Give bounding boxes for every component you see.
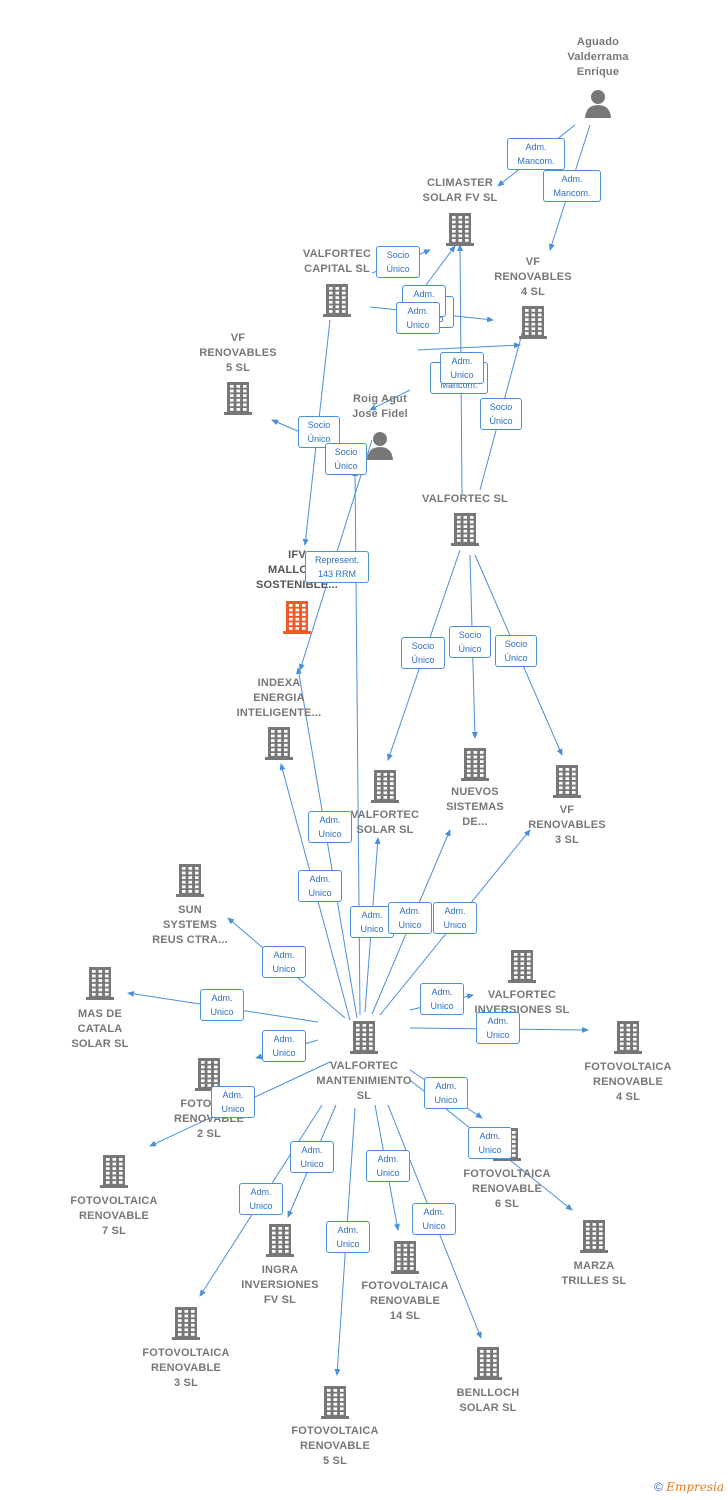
node-label: Aguado Valderrama Enrique — [567, 36, 629, 78]
building-icon — [221, 381, 255, 420]
node-label: CLIMASTER SOLAR FV SL — [422, 177, 498, 204]
node-label: MARZA TRILLES SL — [561, 1260, 627, 1287]
relation-badge[interactable]: Adm. Unico — [290, 1141, 334, 1173]
building-icon — [368, 769, 402, 808]
node-label: FOTOVOLTAICA RENOVABLE 4 SL — [584, 1061, 672, 1103]
relation-badge[interactable]: Adm. Unico — [396, 302, 440, 334]
relation-badge[interactable]: Socio Único — [401, 637, 445, 669]
relation-badge[interactable]: Adm. Unico — [211, 1086, 255, 1118]
building-icon — [577, 1219, 611, 1258]
node-label: FOTOVOLTAICA RENOVABLE 3 SL — [142, 1347, 230, 1389]
relation-badge[interactable]: Adm. Unico — [262, 946, 306, 978]
node-label: Roig Agut Jose Fidel — [352, 393, 408, 420]
relation-badge[interactable]: Adm. Unico — [420, 983, 464, 1015]
building-icon — [262, 726, 296, 765]
building-icon — [347, 1020, 381, 1059]
relation-badge[interactable]: Adm. Mancom. — [543, 170, 601, 202]
node-label: VALFORTEC INVERSIONES SL — [474, 989, 570, 1016]
relation-badge[interactable]: Adm. Unico — [424, 1077, 468, 1109]
edge-arrow — [417, 342, 521, 351]
relation-badge[interactable]: Adm. Unico — [262, 1030, 306, 1062]
building-icon — [192, 1057, 226, 1096]
relation-badge[interactable]: Adm. Unico — [200, 989, 244, 1021]
building-icon — [318, 1385, 352, 1424]
brand-logo[interactable]: Empresia — [666, 1480, 724, 1494]
relation-badge[interactable]: Adm. Unico — [366, 1150, 410, 1182]
building-icon — [611, 1020, 645, 1059]
node-label: FOTOVOLTAICA RENOVABLE 6 SL — [463, 1168, 551, 1210]
building-icon — [173, 863, 207, 902]
relation-badge[interactable]: Adm. Unico — [440, 352, 484, 384]
relation-badge[interactable]: Adm. Unico — [476, 1012, 520, 1044]
node-label: VF RENOVABLES 3 SL — [528, 804, 606, 846]
node-label: FOTOVO... RENOVABLE 2 SL — [173, 1098, 245, 1140]
building-icon — [97, 1154, 131, 1193]
relation-badge[interactable]: Adm. Unico — [412, 1203, 456, 1235]
person-icon — [365, 430, 395, 465]
edge-arrow — [271, 419, 301, 433]
building-icon — [388, 1240, 422, 1279]
building-icon — [471, 1346, 505, 1385]
node-label: SUN SYSTEMS REUS CTRA... — [152, 904, 228, 946]
building-icon — [320, 283, 354, 322]
node-label: NUEVOS SISTEMAS DE... — [446, 786, 504, 828]
relation-badge[interactable]: Adm. Unico — [298, 870, 342, 902]
building-icon — [516, 305, 550, 344]
relation-badge[interactable]: Socio Único — [298, 416, 340, 448]
relation-badge[interactable]: Adm. Unico — [350, 906, 394, 938]
copyright-symbol: © — [654, 1480, 663, 1494]
edge-arrow — [369, 389, 411, 411]
relation-badge[interactable]: Adm. Unico — [326, 1221, 370, 1253]
building-icon — [458, 747, 492, 786]
building-icon — [83, 966, 117, 1005]
relation-badge[interactable]: Adm. Unico — [239, 1183, 283, 1215]
building-icon — [169, 1306, 203, 1345]
relation-badge[interactable]: Socio Único — [495, 635, 537, 667]
node-label: VALFORTEC MANTENIMIENTO SL — [316, 1060, 412, 1102]
relation-badge[interactable]: Socio Único — [449, 626, 491, 658]
relation-badge[interactable]: Represent. 143 RRM — [305, 551, 369, 583]
person-icon — [583, 88, 613, 123]
node-label: VF RENOVABLES 4 SL — [494, 256, 572, 298]
node-label: VALFORTEC SL — [422, 493, 508, 505]
node-label: FOTOVOLTAICA RENOVABLE 14 SL — [361, 1280, 449, 1322]
edge-arrow — [296, 667, 358, 1019]
relation-badge[interactable]: Socio Único — [376, 246, 420, 278]
building-icon — [505, 949, 539, 988]
relation-badge[interactable]: Adm. Unico — [308, 811, 352, 843]
relation-badge[interactable]: Adm. Unico — [468, 1127, 512, 1159]
footer: © Empresia — [654, 1480, 724, 1494]
node-label: FOTOVOLTAICA RENOVABLE 5 SL — [291, 1425, 379, 1467]
relation-badge[interactable]: Adm. Mancom. — [507, 138, 565, 170]
node-label: FOTOVOLTAICA RENOVABLE 7 SL — [70, 1195, 158, 1237]
relation-badge[interactable]: Adm. Unico — [388, 902, 432, 934]
node-label: MAS DE CATALA SOLAR SL — [71, 1008, 129, 1050]
node-label: BENLLOCH SOLAR SL — [456, 1387, 520, 1414]
node-label: VF RENOVABLES 5 SL — [199, 332, 277, 374]
relation-badge[interactable]: Socio Único — [325, 443, 367, 475]
node-label: VALFORTEC CAPITAL SL — [302, 248, 372, 275]
node-label: INGRA INVERSIONES FV SL — [241, 1264, 319, 1306]
node-label: VALFORTEC SOLAR SL — [350, 809, 420, 836]
building-icon — [443, 212, 477, 251]
node-label: INDEXA ENERGIA INTELIGENTE... — [236, 677, 322, 719]
building-icon — [550, 764, 584, 803]
relation-badge[interactable]: Socio Único — [480, 398, 522, 430]
relation-badge[interactable]: Adm. Unico — [433, 902, 477, 934]
building-icon — [448, 512, 482, 551]
building-icon — [263, 1223, 297, 1262]
building-icon — [280, 600, 314, 639]
